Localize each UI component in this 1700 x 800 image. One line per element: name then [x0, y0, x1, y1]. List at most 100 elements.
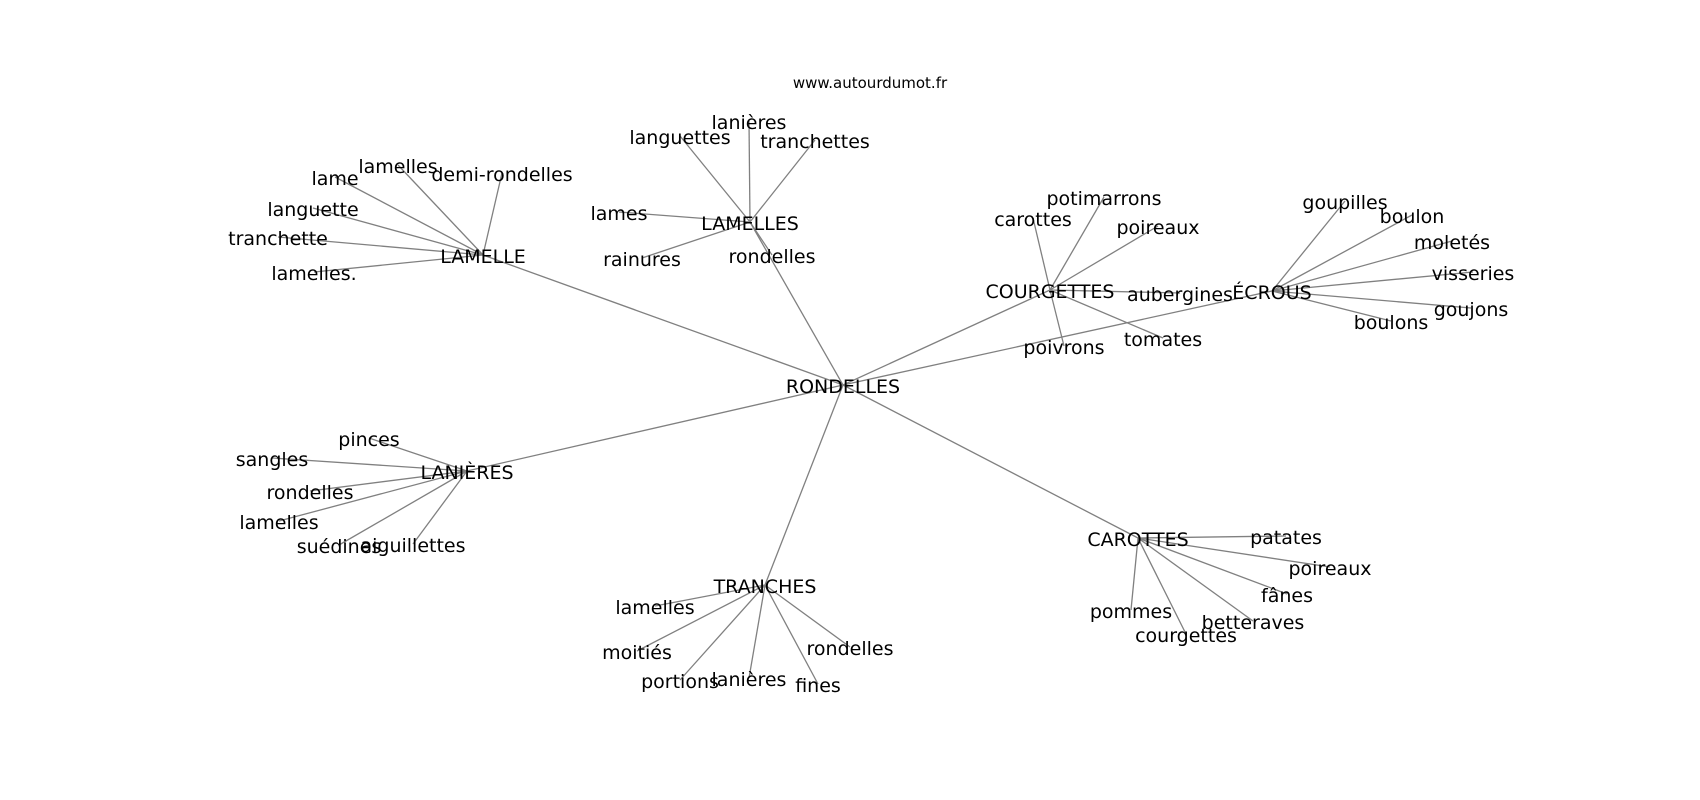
node-leaf-lanieres-leaf3: lanières	[712, 669, 787, 691]
edge-ecrous-visseries	[1271, 271, 1474, 292]
edge-lamelles-hub-tranchettes	[749, 139, 816, 223]
node-leaf-rondelles-leaf: rondelles	[729, 246, 816, 268]
edge-lanieres-hub-lamelles-leaf2	[278, 470, 468, 522]
node-hub-ecrous: ÉCROUS	[1232, 281, 1311, 304]
node-leaf-betteraves: betteraves	[1202, 612, 1305, 634]
edge-carottes-betteraves	[1137, 537, 1254, 622]
node-leaf-tranchettes: tranchettes	[760, 131, 870, 153]
edge-lamelles-hub-rainures	[641, 221, 751, 259]
node-leaf-lame: lame	[311, 168, 358, 190]
edge-lanieres-hub-rondelles-leaf2	[309, 470, 468, 492]
node-leaf-aiguillettes: aiguillettes	[360, 535, 465, 557]
node-leaf-patates: patates	[1250, 527, 1322, 549]
node-leaf-lames: lames	[590, 203, 647, 225]
edge-lamelle-lamelles-dot	[313, 254, 484, 273]
edge-lanieres-hub-aiguillettes	[412, 470, 468, 545]
node-leaf-poivrons: poivrons	[1023, 337, 1104, 359]
node-hub-lamelle: LAMELLE	[440, 246, 526, 268]
node-leaf-moities: moitiés	[602, 642, 672, 664]
node-leaf-lamelles-leaf2: lamelles	[239, 512, 318, 534]
edge-courgettes-carottes-leaf	[1032, 217, 1051, 291]
node-leaf-goujons: goujons	[1434, 299, 1509, 321]
node-leaf-poireaux-leaf: poireaux	[1117, 217, 1200, 239]
node-leaf-potimarrons: potimarrons	[1046, 188, 1161, 210]
node-leaf-rondelles-leaf3: rondelles	[807, 638, 894, 660]
edge-lanieres-hub-sangles	[271, 457, 468, 472]
node-leaf-carottes-leaf: carottes	[994, 209, 1072, 231]
node-leaf-tomates: tomates	[1124, 329, 1202, 351]
edge-ecrous-boulon	[1271, 214, 1413, 292]
node-leaf-lamelles-dot: lamelles.	[271, 263, 356, 285]
edge-center-lamelle	[482, 254, 844, 386]
edge-tranches-lamelles-leaf3	[654, 584, 766, 607]
node-leaf-languettes: languettes	[629, 127, 730, 149]
node-hub-carottes: CAROTTES	[1087, 529, 1188, 551]
node-leaf-pinces: pinces	[338, 429, 399, 451]
edge-lamelles-hub-lanieres	[748, 120, 751, 223]
node-leaf-goupilles: goupilles	[1302, 192, 1387, 214]
node-leaf-sangles: sangles	[236, 449, 309, 471]
edge-lamelles-hub-lames	[618, 211, 751, 223]
node-leaf-boulons: boulons	[1354, 312, 1429, 334]
node-leaf-fines: fines	[795, 675, 841, 697]
edge-center-lanieres-hub	[466, 384, 844, 472]
edge-lamelles-hub-languettes	[679, 135, 751, 223]
edge-carottes-pommes	[1130, 537, 1139, 611]
edge-courgettes-potimarrons	[1049, 196, 1105, 291]
edge-tranches-lanieres-leaf3	[748, 584, 766, 679]
edge-center-ecrous	[842, 290, 1273, 386]
node-hub-tranches: TRANCHES	[713, 576, 817, 598]
edge-carottes-courgettes-leaf	[1137, 537, 1187, 635]
node-leaf-rondelles-leaf2: rondelles	[267, 482, 354, 504]
edge-lanieres-hub-pinces	[368, 437, 468, 472]
edge-ecrous-boulons	[1271, 290, 1392, 322]
node-leaf-rainures: rainures	[603, 249, 681, 271]
node-leaf-poireaux-leaf2: poireaux	[1289, 558, 1372, 580]
edge-tranches-portions	[679, 584, 766, 681]
edge-tranches-moities	[636, 584, 766, 652]
edge-courgettes-aubergines	[1049, 289, 1181, 294]
node-leaf-boulon: boulon	[1380, 206, 1445, 228]
edge-courgettes-tomates	[1049, 289, 1164, 339]
node-leaf-lamelles: lamelles	[358, 156, 437, 178]
node-leaf-tranchette: tranchette	[228, 228, 328, 250]
node-leaf-lanieres: lanières	[712, 112, 787, 134]
edge-ecrous-moletes	[1271, 240, 1453, 292]
edge-lanieres-hub-suedines	[338, 470, 468, 546]
edge-lamelles-hub-rondelles-leaf	[749, 221, 773, 256]
watermark: www.autourdumot.fr	[793, 74, 948, 92]
edge-lamelle-demi-rondelles	[482, 172, 503, 256]
node-leaf-courgettes-leaf: courgettes	[1135, 625, 1237, 647]
edge-carottes-fanes	[1137, 537, 1288, 595]
node-leaf-moletes: moletés	[1414, 232, 1490, 254]
node-leaf-lamelles-leaf3: lamelles	[615, 597, 694, 619]
edge-center-tranches	[764, 384, 844, 586]
node-center-rondelles: RONDELLES	[786, 376, 900, 398]
edge-ecrous-goupilles	[1271, 200, 1346, 292]
node-leaf-pommes: pommes	[1090, 601, 1172, 623]
edge-tranches-fines	[764, 584, 819, 685]
edge-courgettes-poireaux-leaf	[1049, 225, 1159, 291]
node-hub-lanieres-hub: LANIÈRES	[420, 461, 513, 484]
edge-tranches-rondelles-leaf3	[764, 584, 851, 648]
node-leaf-suedines: suédines	[297, 536, 382, 558]
node-leaf-visseries: visseries	[1432, 263, 1515, 285]
edge-center-lamelles-hub	[749, 221, 844, 386]
node-leaf-fanes: fânes	[1261, 585, 1313, 607]
node-leaf-languette: languette	[267, 199, 358, 221]
node-leaf-aubergines: aubergines	[1127, 284, 1233, 306]
labels: RONDELLESLAMELLElamelamellesdemi-rondell…	[228, 112, 1514, 697]
edge-center-courgettes	[842, 289, 1051, 386]
edge-lamelle-tranchette	[277, 236, 484, 256]
edge-lamelle-languette	[312, 207, 484, 256]
node-hub-courgettes: COURGETTES	[985, 281, 1114, 303]
edges	[271, 120, 1474, 685]
edge-carottes-poireaux-leaf2	[1137, 537, 1331, 568]
edge-ecrous-goujons	[1271, 290, 1472, 309]
edge-lamelle-lamelles	[397, 164, 484, 256]
node-leaf-demi-rondelles: demi-rondelles	[431, 164, 572, 186]
edge-carottes-patates	[1137, 535, 1287, 539]
node-leaf-portions: portions	[641, 671, 719, 693]
edge-lamelle-lame	[334, 176, 484, 256]
